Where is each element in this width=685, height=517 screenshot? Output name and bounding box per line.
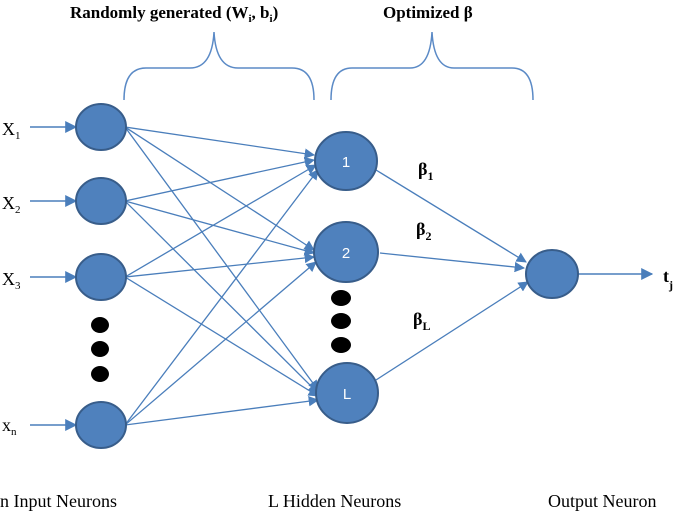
input-neuron-1	[75, 103, 127, 151]
beta-label-2: β2	[416, 219, 431, 243]
input-neuron-n	[75, 401, 127, 449]
hidden-neuron-2	[313, 221, 379, 283]
output-neuron	[525, 249, 579, 299]
input-label-1: X1	[2, 119, 21, 142]
input-ellipsis-dot	[91, 317, 109, 333]
input-label-2: X2	[2, 193, 21, 216]
layer-label-input: n Input Neurons	[0, 491, 117, 511]
input-label-3: X3	[2, 269, 21, 292]
input-neuron-3	[75, 253, 127, 301]
hidden-neuron-L	[315, 362, 379, 424]
bracket-optimized-label: Optimized β	[383, 3, 473, 22]
output-label: tj	[663, 266, 673, 292]
bracket-random	[123, 31, 315, 101]
bracket-optimized	[330, 31, 534, 101]
bracket-random-label: Randomly generated (Wi, bi)	[70, 3, 278, 25]
hidden-neuron-1	[314, 131, 378, 191]
hidden-neuron-2-label: 2	[342, 245, 350, 262]
hidden-ellipsis-dot	[331, 290, 351, 306]
hidden-output-edges	[375, 169, 529, 381]
input-neuron-2	[75, 177, 127, 225]
beta-label-1: β1	[418, 159, 433, 183]
beta-label-L: βL	[413, 309, 431, 333]
input-label-n: xn	[2, 415, 17, 438]
input-hidden-edges	[124, 126, 320, 426]
input-ellipsis-dot	[91, 341, 109, 357]
hidden-ellipsis-dot	[331, 313, 351, 329]
layer-label-output: Output Neuron	[548, 491, 656, 511]
input-ellipsis-dot	[91, 366, 109, 382]
hidden-neuron-1-label: 1	[342, 154, 350, 171]
layer-label-hidden: L Hidden Neurons	[268, 491, 401, 511]
hidden-neuron-L-label: L	[343, 386, 351, 403]
hidden-ellipsis-dot	[331, 337, 351, 353]
